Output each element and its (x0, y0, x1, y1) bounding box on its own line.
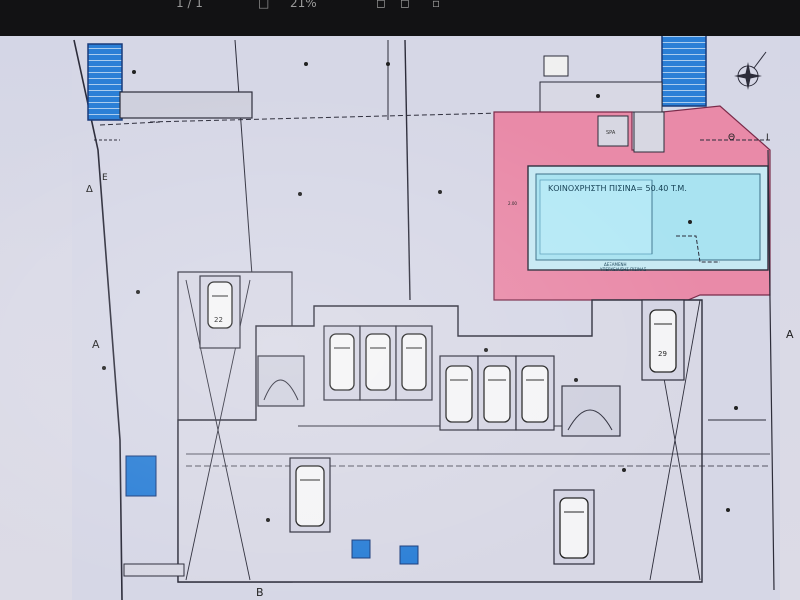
pool-sublabel: ΔΕΞΑΜΕΝΗ (604, 262, 627, 267)
blue-fixture-south-1 (351, 539, 371, 559)
zoom-level[interactable]: 21% (290, 0, 317, 10)
section-mark-a-right: A (786, 328, 794, 341)
floor-plan-view[interactable]: SPA ΚΟΙΝΟΧΡΗΣΤΗ ΠΙΣΙΝΑ= 50.40 T.M. ΔΕΞΑΜ… (0, 36, 800, 600)
boundary-west (73, 39, 123, 600)
blue-fixture-south-2 (399, 545, 419, 565)
small-room-top (543, 55, 569, 77)
central-axis-line (404, 39, 411, 301)
dimension-label: 2.00 (508, 201, 517, 206)
level-markers (102, 62, 738, 522)
parking-structure (177, 299, 703, 583)
section-mark-a-left: A (92, 338, 100, 351)
section-mark-delta: Δ (86, 184, 93, 195)
blue-fixture-west (125, 455, 157, 497)
more-icon[interactable]: ▫ (432, 0, 441, 10)
download-icon[interactable]: ◻ (400, 0, 410, 10)
page-indicator[interactable]: 1 / 1 (176, 0, 203, 10)
fit-icon[interactable]: □ (258, 0, 270, 10)
pool-note: ΥΠΕΡΧΕΙΛΙΣΗΣ ΠΙΣΙΝΑΣ (599, 267, 647, 272)
north-arrow-icon (734, 51, 767, 90)
stairwell-west (257, 355, 305, 407)
parking-number-29: 29 (658, 350, 667, 358)
spa-label: SPA (606, 130, 616, 136)
floor-plan-drawing: SPA ΚΟΙΝΟΧΡΗΣΤΗ ΠΙΣΙΝΑ= 50.40 T.M. ΔΕΞΑΜ… (72, 36, 794, 600)
spa-room (597, 115, 629, 147)
rotate-icon[interactable]: ◻ (376, 0, 386, 10)
viewer-toolbar: 1 / 1 □ 21% ◻ ◻ ▫ (0, 0, 800, 36)
section-mark-e: E (102, 173, 108, 183)
section-mark-theta: Θ (728, 133, 735, 143)
stair-northeast (661, 36, 707, 107)
section-mark-i: I (766, 133, 769, 143)
wall-north-block (119, 91, 253, 119)
stair-northwest (87, 43, 123, 121)
pool-label: ΚΟΙΝΟΧΡΗΣΤΗ ΠΙΣΙΝΑ= 50.40 T.M. (548, 184, 687, 193)
section-mark-b: B (256, 586, 264, 599)
parking-number-22: 22 (214, 316, 223, 324)
